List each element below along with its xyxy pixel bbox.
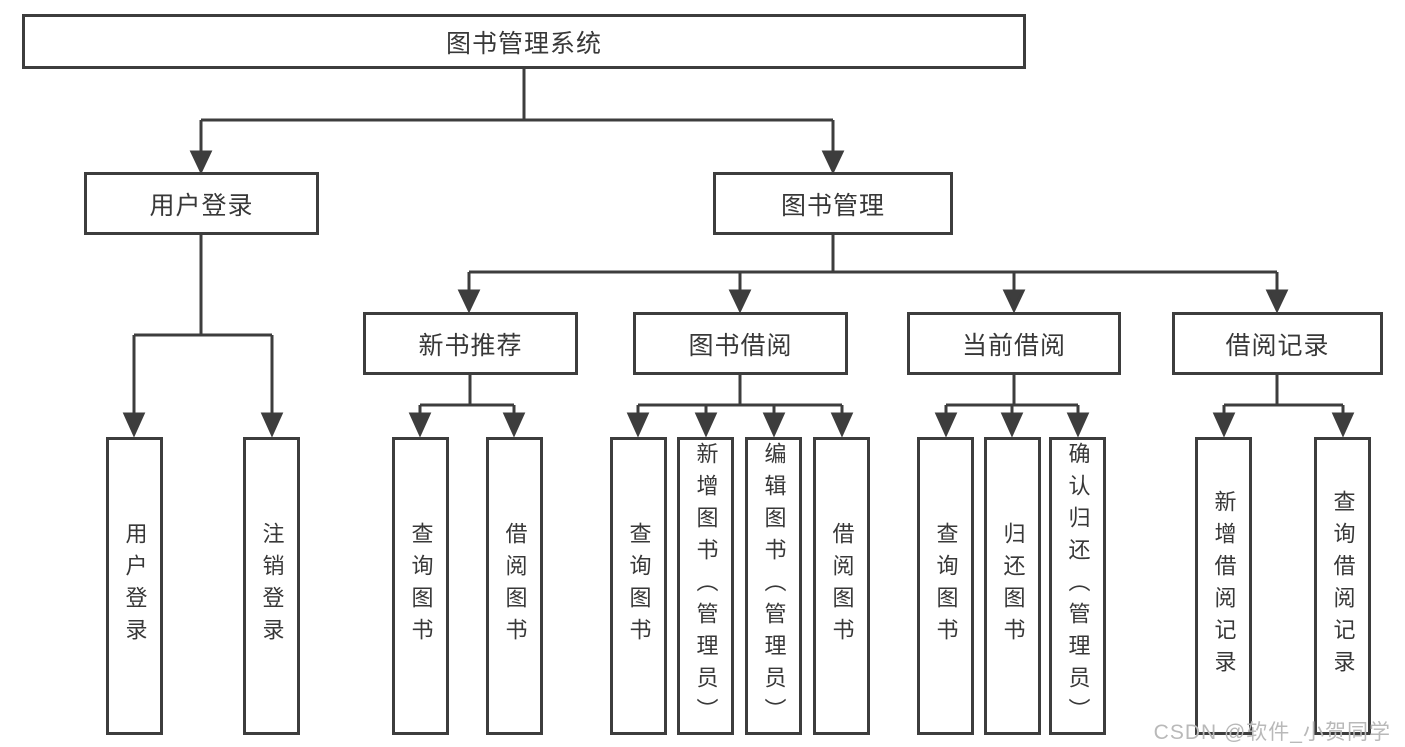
connector-newbookrec-to-leaves — [408, 375, 526, 438]
arrowhead — [1265, 289, 1289, 314]
csdn-watermark: CSDN @软件_小贺同学 — [1153, 721, 1391, 744]
node-label: 借阅记录 — [1225, 331, 1330, 360]
node-label: 归还图书 — [1000, 522, 1026, 650]
node-label: 当前借阅 — [961, 331, 1066, 360]
node-label: 新书推荐 — [418, 331, 523, 360]
arrowhead — [728, 289, 752, 314]
arrowhead — [626, 412, 650, 438]
connector-userlogin-to-leaves — [122, 235, 284, 438]
node-label: 借阅图书 — [502, 522, 528, 650]
arrowhead — [1002, 289, 1026, 314]
node-label: 图书管理 — [780, 191, 885, 220]
node-label: 图书借阅 — [688, 331, 793, 360]
node-new-book-recommendation: 新书推荐 — [363, 312, 578, 375]
node-root-library-system: 图书管理系统 — [22, 14, 1026, 69]
node-book-borrowing: 图书借阅 — [633, 312, 848, 375]
connector-borrowrecord-to-leaves — [1212, 375, 1355, 438]
connector-currentborrow-to-leaves — [934, 375, 1090, 438]
arrowhead — [830, 412, 854, 438]
leaf-query-books-3: 查询图书 — [917, 437, 974, 735]
node-label: 确认归还（管理员） — [1065, 442, 1091, 730]
arrowhead — [1331, 412, 1355, 438]
node-user-login-branch: 用户登录 — [84, 172, 319, 235]
node-borrowing-records: 借阅记录 — [1172, 312, 1383, 375]
leaf-add-borrow-record: 新增借阅记录 — [1195, 437, 1252, 735]
arrowhead — [260, 412, 284, 438]
leaf-logout: 注销登录 — [243, 437, 300, 735]
arrowhead — [122, 412, 146, 438]
node-label: 查询借阅记录 — [1330, 490, 1356, 682]
leaf-add-books-admin: 新增图书（管理员） — [677, 437, 734, 735]
arrowhead — [762, 412, 786, 438]
arrowhead — [408, 412, 432, 438]
leaf-confirm-return-admin: 确认归还（管理员） — [1049, 437, 1106, 735]
connector-root-to-level1 — [189, 69, 845, 175]
node-label: 查询图书 — [408, 522, 434, 650]
arrowhead — [1212, 412, 1236, 438]
node-label: 编辑图书（管理员） — [761, 442, 787, 730]
node-label: 注销登录 — [259, 522, 285, 650]
node-label: 用户登录 — [122, 522, 148, 650]
node-label: 新增借阅记录 — [1211, 490, 1237, 682]
node-label: 借阅图书 — [829, 522, 855, 650]
arrowhead — [189, 150, 213, 175]
leaf-user-login: 用户登录 — [106, 437, 163, 735]
node-label: 图书管理系统 — [445, 29, 602, 58]
connector-bookborrow-to-leaves — [626, 375, 854, 438]
arrowhead — [694, 412, 718, 438]
arrowhead — [1066, 412, 1090, 438]
node-label: 新增图书（管理员） — [693, 442, 719, 730]
arrowhead — [457, 289, 481, 314]
leaf-query-borrow-record: 查询借阅记录 — [1314, 437, 1371, 735]
leaf-query-books-2: 查询图书 — [610, 437, 667, 735]
node-label: 查询图书 — [626, 522, 652, 650]
node-book-management-branch: 图书管理 — [713, 172, 953, 235]
connector-bookmgmt-to-level2 — [457, 235, 1289, 314]
node-label: 用户登录 — [149, 191, 254, 220]
leaf-borrow-books-2: 借阅图书 — [813, 437, 870, 735]
node-label: 查询图书 — [933, 522, 959, 650]
leaf-edit-books-admin: 编辑图书（管理员） — [745, 437, 802, 735]
arrowhead — [934, 412, 958, 438]
arrowhead — [821, 150, 845, 175]
leaf-query-books-1: 查询图书 — [392, 437, 449, 735]
arrowhead — [1000, 412, 1024, 438]
node-current-borrowing: 当前借阅 — [907, 312, 1121, 375]
leaf-return-books: 归还图书 — [984, 437, 1041, 735]
arrowhead — [502, 412, 526, 438]
leaf-borrow-books-1: 借阅图书 — [486, 437, 543, 735]
